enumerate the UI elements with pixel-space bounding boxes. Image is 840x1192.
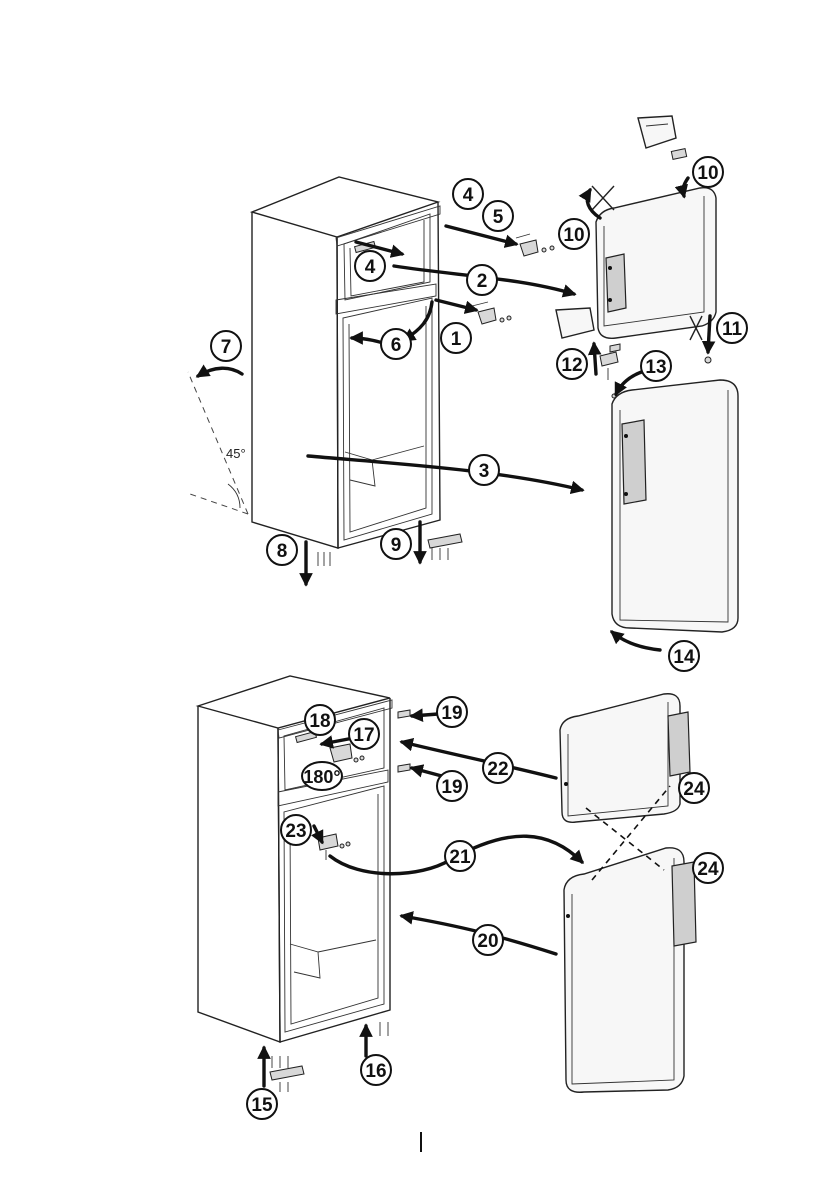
step-label: 10 bbox=[697, 163, 718, 184]
step-label: 10 bbox=[563, 225, 584, 246]
step-label: 21 bbox=[449, 847, 471, 868]
step-label: 19 bbox=[441, 777, 462, 798]
step-label: 6 bbox=[391, 335, 402, 356]
step-label: 15 bbox=[251, 1095, 273, 1116]
tilt-angle-guide bbox=[188, 372, 248, 514]
step-label: 17 bbox=[353, 725, 374, 746]
fridge-door-top bbox=[612, 380, 738, 632]
step-label: 4 bbox=[365, 257, 376, 278]
step-label: 20 bbox=[477, 931, 498, 952]
step-label: 14 bbox=[673, 647, 695, 668]
step-label: 1 bbox=[451, 329, 462, 350]
step-label: 5 bbox=[493, 207, 504, 228]
step-label: 12 bbox=[561, 355, 582, 376]
step-label: 24 bbox=[697, 859, 719, 880]
step-label: 4 bbox=[463, 185, 474, 206]
step-label: 3 bbox=[479, 461, 490, 482]
step-label: 24 bbox=[683, 779, 705, 800]
freezer-door-top bbox=[596, 188, 716, 339]
angle-label-45: 45° bbox=[226, 446, 246, 461]
step-label: 9 bbox=[391, 535, 402, 556]
rotation-label: 180° bbox=[303, 767, 340, 787]
step-label: 11 bbox=[722, 319, 743, 340]
fridge-door-bottom bbox=[564, 848, 696, 1092]
step-label: 18 bbox=[309, 711, 330, 732]
freezer-door-bottom bbox=[560, 694, 690, 823]
step-label: 7 bbox=[221, 337, 232, 358]
step-label: 2 bbox=[477, 271, 488, 292]
step-label: 8 bbox=[277, 541, 288, 562]
step-label: 16 bbox=[365, 1061, 386, 1082]
step-label: 19 bbox=[441, 703, 462, 724]
step-label: 22 bbox=[487, 759, 508, 780]
fridge-cabinet-top bbox=[252, 177, 440, 548]
step-label: 23 bbox=[285, 821, 306, 842]
step-label: 13 bbox=[645, 357, 666, 378]
